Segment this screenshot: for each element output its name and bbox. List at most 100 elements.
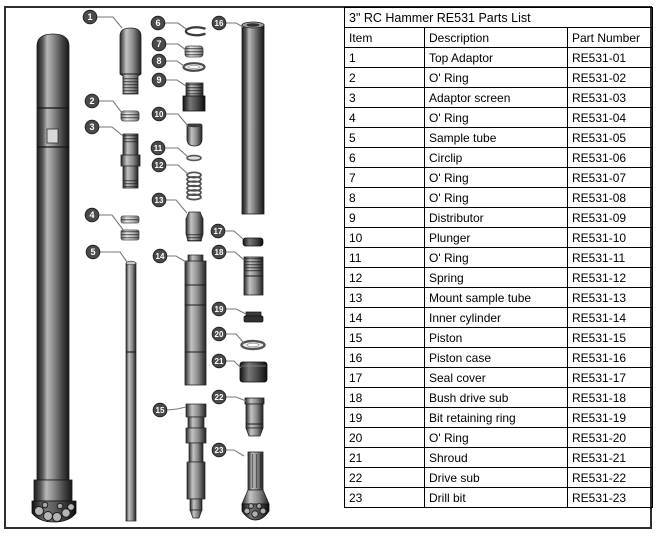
callout-number: 3 bbox=[89, 122, 94, 132]
cell-description: Piston case bbox=[424, 347, 568, 368]
callout-21: 21 bbox=[211, 353, 242, 369]
callout-leader-line bbox=[166, 113, 189, 127]
callout-balloon bbox=[211, 301, 227, 317]
cell-part-number: RE531-16 bbox=[566, 347, 654, 368]
callout-number: 14 bbox=[156, 252, 165, 261]
cell-description: O' Ring bbox=[424, 247, 568, 268]
callout-number: 8 bbox=[156, 56, 161, 66]
cell-part-number: RE531-20 bbox=[566, 427, 654, 448]
cell-part-number: RE531-23 bbox=[566, 487, 654, 508]
part-bit-retaining-ring bbox=[243, 311, 264, 323]
table-title-row: 3" RC Hammer RE531 Parts List bbox=[343, 7, 654, 28]
part-inner-cylinder bbox=[184, 254, 207, 386]
table-title: 3" RC Hammer RE531 Parts List bbox=[343, 7, 654, 28]
callout-number: 11 bbox=[154, 144, 163, 153]
cell-part-number: RE531-09 bbox=[566, 207, 654, 228]
cell-part-number: RE531-21 bbox=[566, 447, 654, 468]
drill-bit-buttons bbox=[243, 503, 267, 518]
callout-number: 18 bbox=[215, 248, 224, 257]
cell-description: Drive sub bbox=[424, 467, 568, 488]
callout-leader-line bbox=[165, 22, 187, 30]
cell-description: Shroud bbox=[424, 447, 568, 468]
callout-balloon bbox=[211, 442, 227, 458]
cell-item: 6 bbox=[344, 147, 425, 168]
part-bush-drive-sub bbox=[243, 256, 264, 296]
callout-leader-line bbox=[166, 164, 189, 175]
cell-part-number: RE531-04 bbox=[566, 107, 654, 128]
cell-item: 18 bbox=[344, 387, 425, 408]
cell-description: Inner cylinder bbox=[424, 307, 568, 328]
part-spring bbox=[186, 171, 202, 201]
column-header-description: Description bbox=[424, 27, 568, 48]
callout-23: 23 bbox=[211, 442, 245, 458]
callout-balloon bbox=[151, 36, 167, 52]
callout-leader-line bbox=[165, 147, 189, 158]
cell-part-number: RE531-10 bbox=[566, 227, 654, 248]
callout-balloon bbox=[211, 15, 227, 31]
callout-balloon bbox=[82, 9, 98, 25]
column-header-item: Item bbox=[344, 27, 425, 48]
callout-leader-line bbox=[226, 22, 244, 28]
callout-number: 17 bbox=[214, 227, 223, 236]
callout-15: 15 bbox=[152, 402, 187, 418]
cell-part-number: RE531-14 bbox=[566, 307, 654, 328]
callout-leader-line bbox=[226, 360, 242, 369]
cell-part-number: RE531-05 bbox=[566, 127, 654, 148]
cell-part-number: RE531-02 bbox=[566, 67, 654, 88]
callout-balloon bbox=[151, 192, 167, 208]
cell-description: Sample tube bbox=[424, 127, 568, 148]
cell-item: 4 bbox=[344, 107, 425, 128]
callout-number: 13 bbox=[155, 196, 164, 205]
part-oring-7 bbox=[184, 45, 204, 58]
hammer-chuck bbox=[33, 479, 73, 502]
callout-number: 5 bbox=[90, 247, 95, 257]
cell-description: O' Ring bbox=[424, 167, 568, 188]
cell-part-number: RE531-15 bbox=[566, 327, 654, 348]
callout-balloon bbox=[211, 244, 227, 260]
cell-description: Top Adaptor bbox=[424, 47, 568, 68]
callout-10: 10 bbox=[151, 106, 189, 127]
callout-leader-line bbox=[226, 333, 245, 344]
part-mount-sample-tube bbox=[185, 211, 204, 242]
callout-number: 9 bbox=[156, 75, 161, 85]
callout-leader-line bbox=[226, 396, 247, 402]
cell-item: 8 bbox=[344, 187, 425, 208]
callout-balloon bbox=[152, 248, 168, 264]
callout-18: 18 bbox=[211, 244, 245, 261]
callout-8: 8 bbox=[151, 53, 185, 69]
cell-part-number: RE531-19 bbox=[566, 407, 654, 428]
callout-12: 12 bbox=[151, 157, 189, 175]
callout-16: 16 bbox=[211, 15, 244, 31]
callout-7: 7 bbox=[151, 36, 187, 52]
callout-17: 17 bbox=[210, 223, 244, 240]
part-oring-8 bbox=[182, 62, 206, 72]
cell-description: Distributor bbox=[424, 207, 568, 228]
callout-number: 7 bbox=[156, 39, 161, 49]
cell-part-number: RE531-11 bbox=[566, 247, 654, 268]
cell-item: 16 bbox=[344, 347, 425, 368]
cell-description: O' Ring bbox=[424, 67, 568, 88]
callout-1: 1 bbox=[82, 9, 123, 29]
callout-number: 12 bbox=[155, 161, 164, 170]
callout-balloon bbox=[150, 15, 166, 31]
callout-balloon bbox=[210, 223, 226, 239]
callout-number: 15 bbox=[156, 406, 165, 415]
callout-leader-line bbox=[99, 214, 125, 232]
assembled-hammer bbox=[31, 33, 77, 523]
callout-3: 3 bbox=[84, 119, 124, 137]
cell-item: 2 bbox=[344, 67, 425, 88]
callout-9: 9 bbox=[151, 72, 187, 88]
part-sample-tube bbox=[125, 260, 137, 522]
callout-leader-line bbox=[166, 60, 185, 67]
table-header-row: Item Description Part Number bbox=[344, 27, 654, 48]
